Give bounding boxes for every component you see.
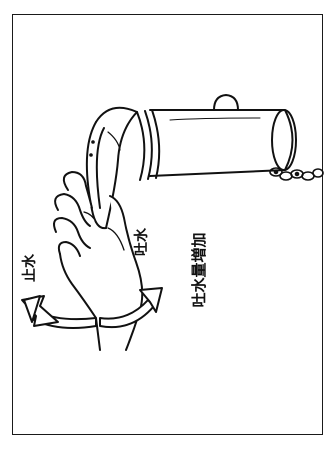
stop-water-label: 止水 (21, 253, 37, 282)
chain-icon (269, 167, 324, 181)
curved-arrow-right-icon (99, 287, 163, 328)
diagram-frame (12, 14, 323, 435)
faucet-spout-icon (85, 94, 297, 230)
increase-flow-label: 吐水量増加 (190, 232, 208, 307)
spout-water-label: 吐水 (133, 227, 149, 256)
curved-arrow-left-icon (21, 295, 97, 329)
